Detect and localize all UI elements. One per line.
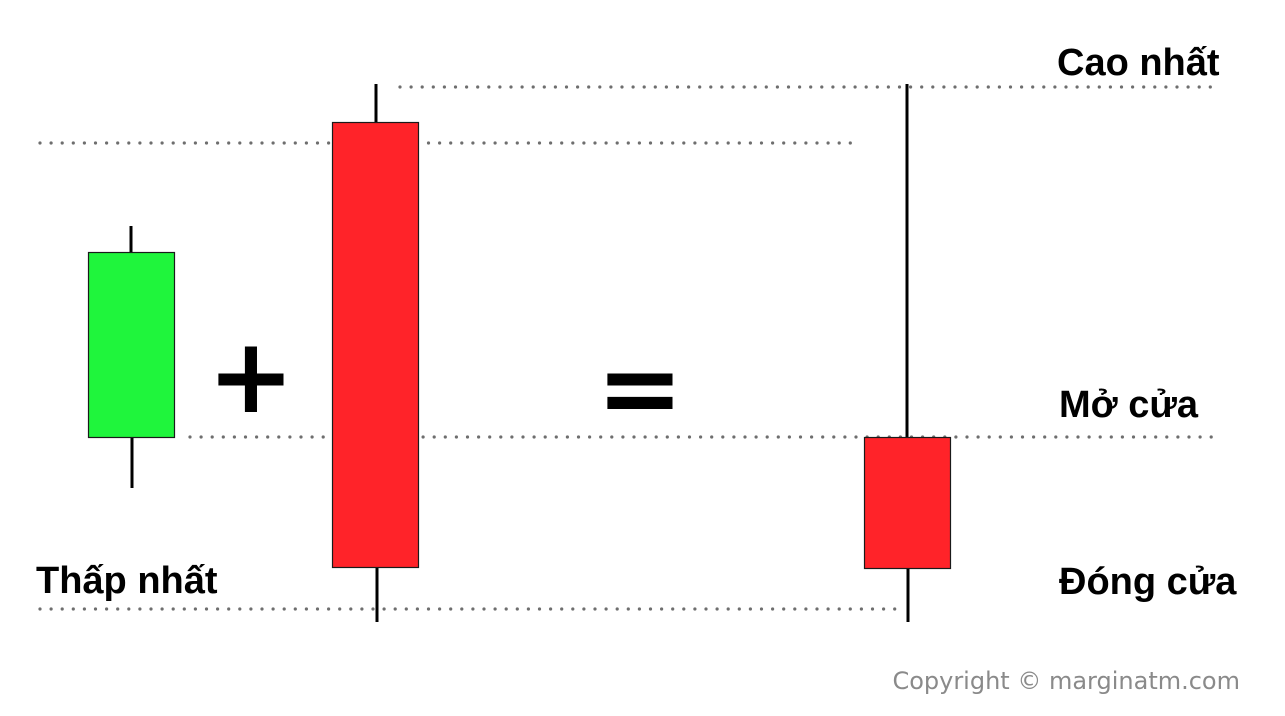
- equals-sign: =: [596, 327, 683, 449]
- open-label: Mở cửa: [1059, 384, 1199, 426]
- first-candle: [87, 226, 176, 488]
- close-label: Đóng cửa: [1059, 561, 1237, 603]
- first-candle-body: [87, 251, 176, 439]
- plus-sign: +: [207, 315, 294, 437]
- low-label: Thấp nhất: [36, 560, 218, 602]
- combined-candle: [863, 84, 952, 622]
- second-candle-body: [331, 121, 420, 569]
- high-label: Cao nhất: [1057, 42, 1220, 84]
- copyright-text: Copyright © marginatm.com: [892, 667, 1240, 695]
- second-candle: [331, 84, 420, 622]
- combined-candle-body: [863, 436, 952, 570]
